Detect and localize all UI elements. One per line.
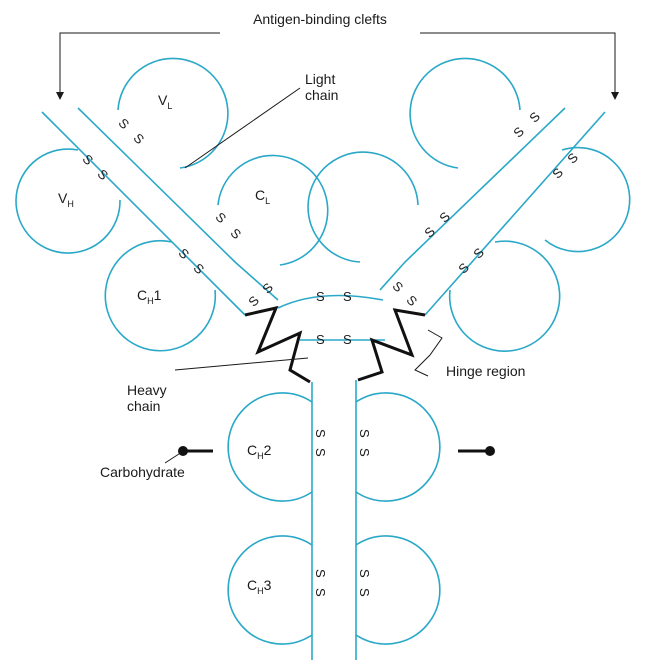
ss-vl-2: S [131,130,148,147]
heavy-chain-label-2: chain [127,398,160,414]
light-chain-right [379,107,566,291]
carbohydrate-right [458,446,495,456]
antigen-binding-label: Antigen-binding clefts [253,11,387,27]
hinge-right [357,308,426,382]
hinge-region-label: Hinge region [446,363,525,379]
ss-cl-2: S [228,225,245,242]
hinge-bracket [414,329,443,377]
ss-ch3-l-1: S [313,569,328,578]
domain-vh-right [544,146,631,253]
domain-ch3-left [227,535,313,645]
ss-hinge-top-1: S [316,289,325,304]
heavy-chain-label-1: Heavy [127,382,167,398]
domain-vh-left [15,148,121,254]
hinge-disulfide-arc-top [277,294,384,309]
carbohydrate-left [178,446,213,456]
carbohydrate-pointer [164,451,183,464]
domain-ch2-right [355,392,441,502]
ss-lh-right-2: S [404,292,421,309]
antigen-binding-bracket [56,32,619,100]
domain-ch1-right [448,240,561,352]
domain-ch1-left [104,239,217,352]
light-chain-label-1: Light [305,71,335,87]
domain-ch3-right [355,535,441,645]
ss-lh-left-1: S [245,293,262,310]
label-ch3: CH3 [247,577,272,596]
domain-vl-right [409,57,521,169]
ss-ch1-r-1: S [455,260,472,277]
ss-ch3-r-2: S [357,588,372,597]
heavy-chain-right-arm [424,111,606,316]
ss-cl-1: S [213,209,230,226]
ss-ch3-r-1: S [357,569,372,578]
left-arm [15,57,329,352]
ss-ch2-r-1: S [357,429,372,438]
heavy-chain-left-arm [41,111,246,316]
ss-vl-r-2: S [526,109,543,126]
domain-ch2-left [227,392,313,502]
ss-hinge-bottom-1: S [316,332,325,347]
ss-lh-right-1: S [390,278,407,295]
label-vh: VH [58,190,74,209]
ss-vh-2: S [95,166,112,183]
light-chain-left [77,107,279,301]
ss-vh-r-2: S [564,150,581,167]
right-arm [307,57,631,352]
ss-ch2-l-2: S [313,448,328,457]
label-ch1: CH1 [137,287,162,306]
ss-ch3-l-2: S [313,588,328,597]
ss-ch2-l-1: S [313,429,328,438]
carbohydrate-label: Carbohydrate [100,464,185,480]
ss-vl-r-1: S [510,124,527,141]
light-chain-pointer [184,87,301,169]
ss-hinge-bottom-2: S [343,332,352,347]
light-chain-label-2: chain [305,87,338,103]
heavy-chain-pointer [174,357,309,371]
ss-hinge-top-2: S [343,289,352,304]
ss-lh-left-2: S [259,280,276,297]
disulfide-labels: S S S S S S S S S S S S S S S S S S S S … [80,109,582,597]
domain-vl-left [117,57,229,169]
label-ch2: CH2 [247,442,272,461]
ss-ch2-r-2: S [357,448,372,457]
ss-vh-1: S [80,151,97,168]
label-vl: VL [158,92,172,111]
label-cl: CL [255,187,270,206]
domain-cl-right [307,151,419,263]
hinge-left [244,305,311,384]
ss-vh-r-1: S [549,165,566,182]
domain-cl-left [217,154,329,266]
ss-vl-1: S [116,115,133,132]
